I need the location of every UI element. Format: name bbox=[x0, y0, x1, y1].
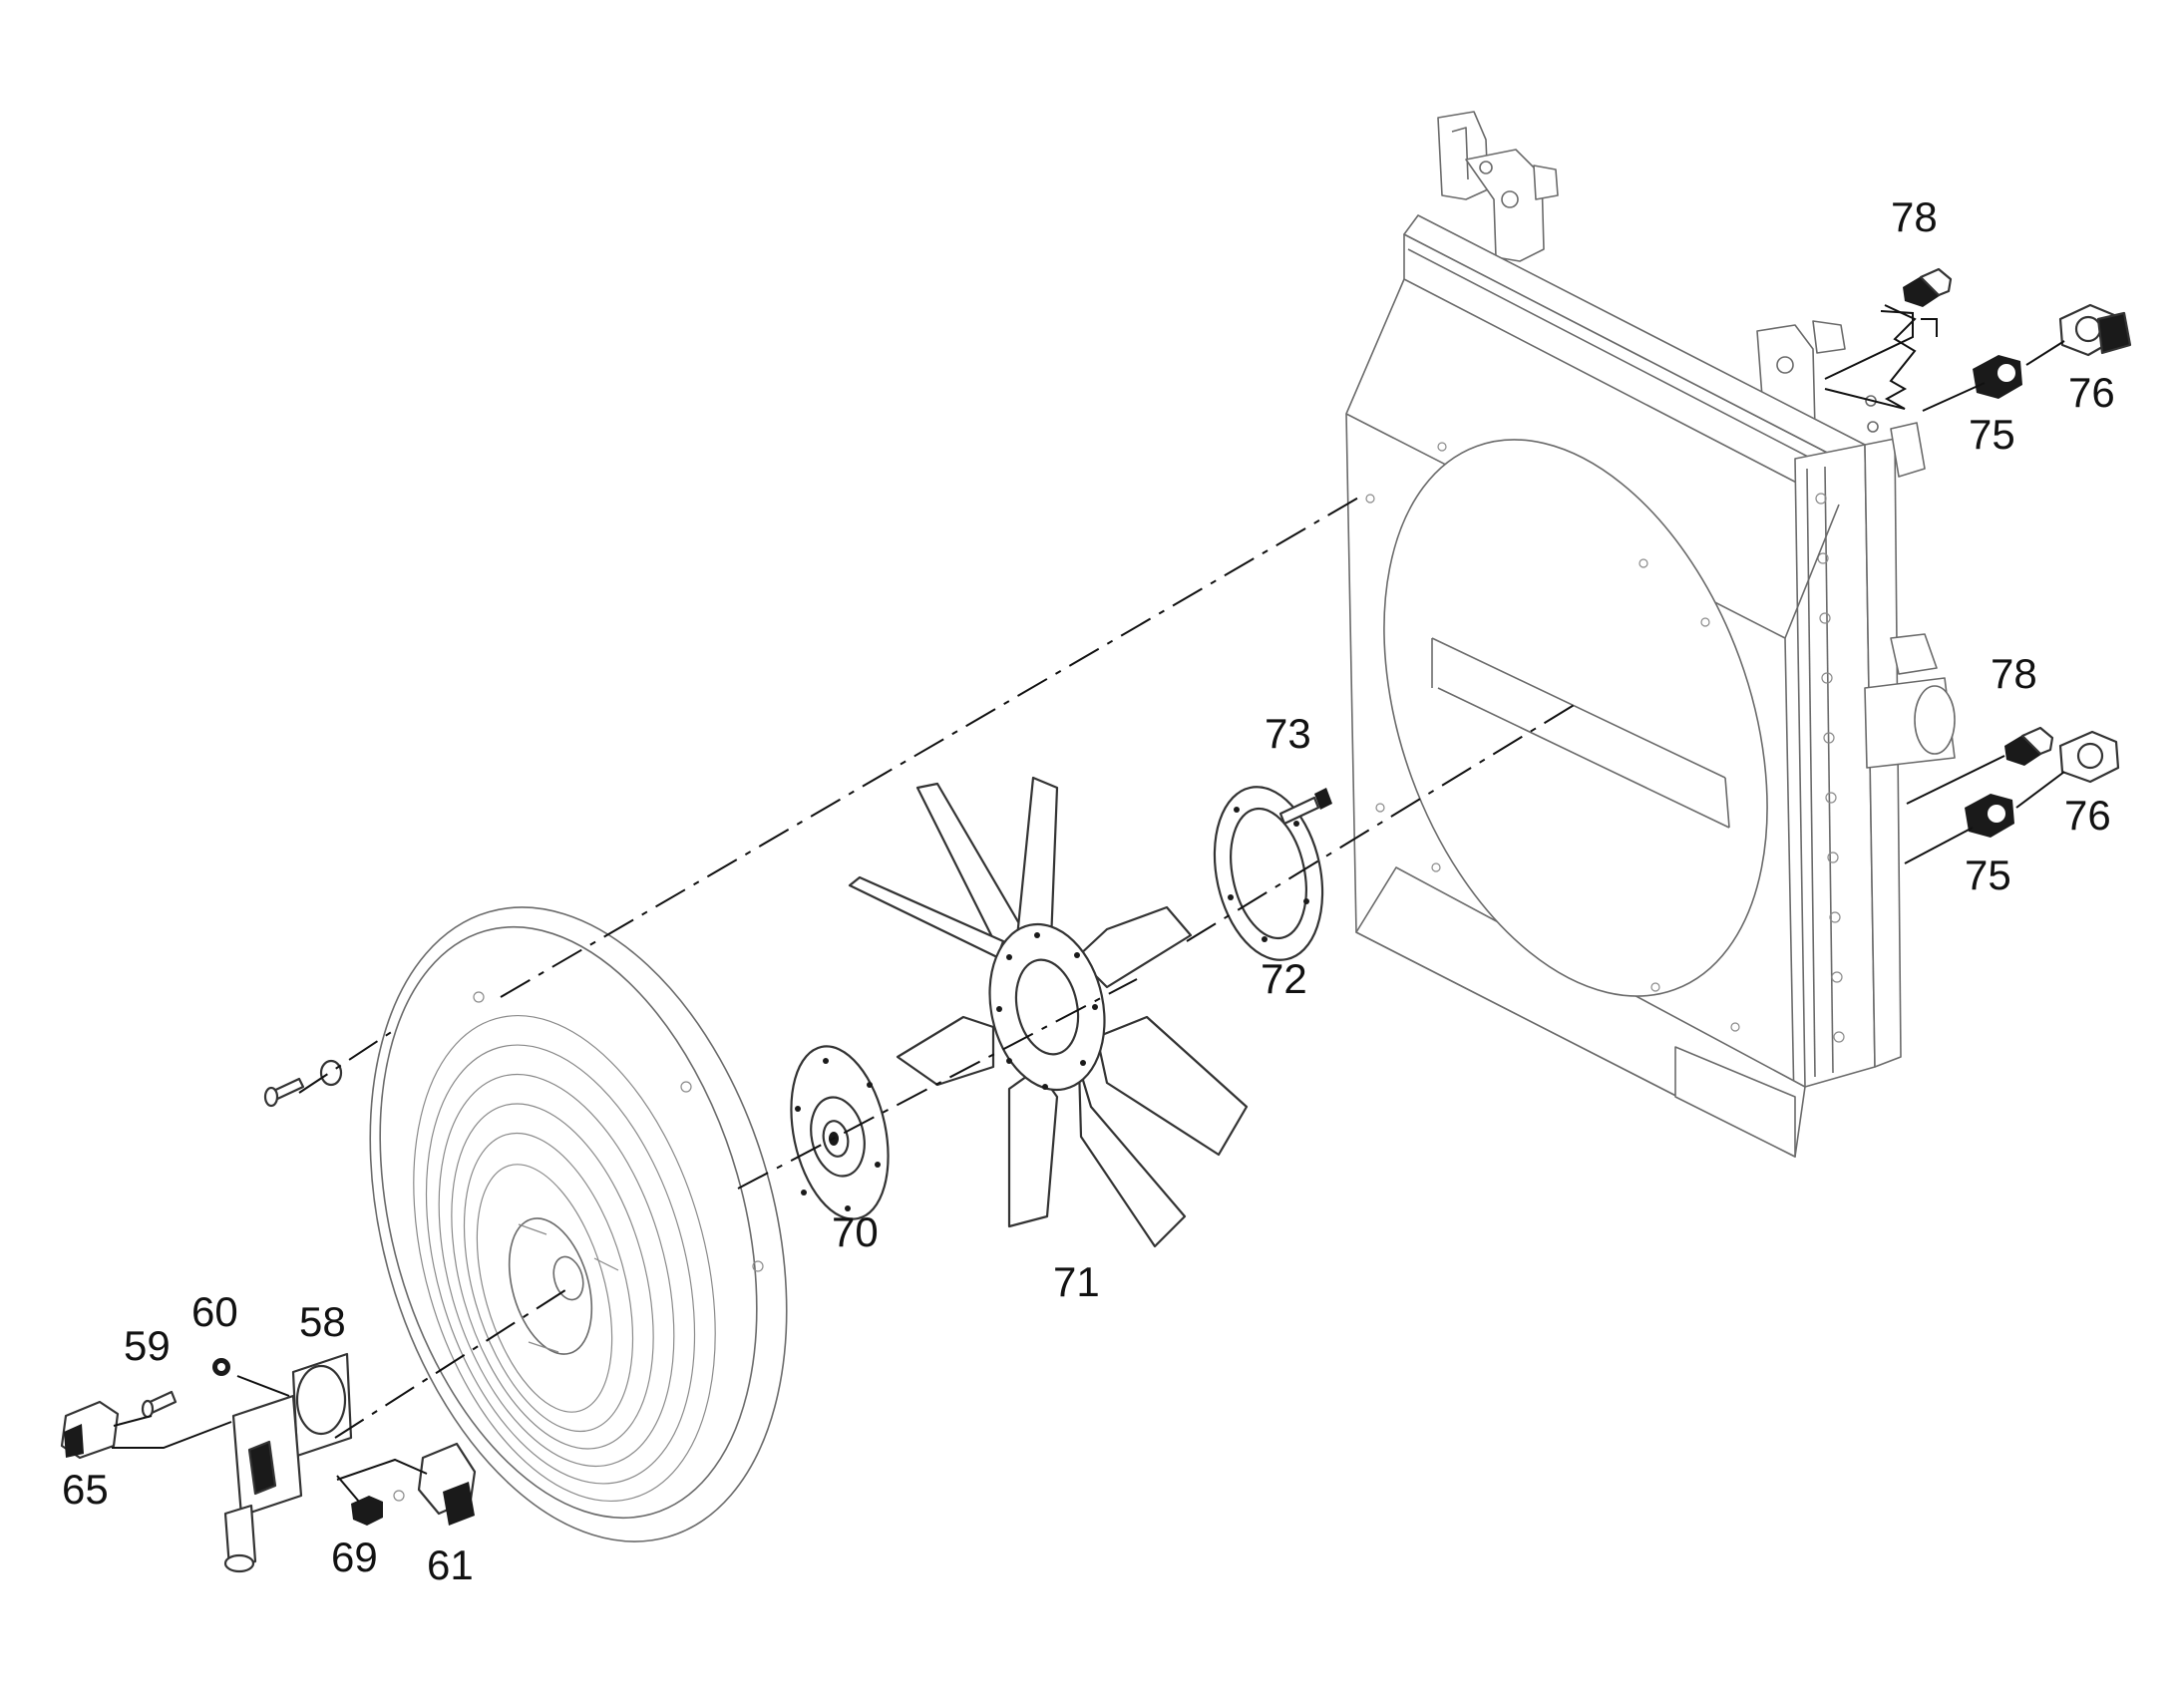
label-58: 58 bbox=[299, 1298, 346, 1345]
bolt-73 bbox=[1278, 788, 1332, 826]
top-mount-bracket-left bbox=[1437, 111, 1559, 262]
fitting-65 bbox=[60, 1400, 120, 1460]
fan-adapter-plate-70 bbox=[790, 1045, 890, 1220]
label-76-top: 76 bbox=[2068, 369, 2115, 416]
radiator-shroud-assembly bbox=[1345, 111, 1956, 1158]
elbow-fitting-61 bbox=[417, 1442, 477, 1526]
label-59: 59 bbox=[124, 1322, 171, 1369]
fan-blade-71 bbox=[848, 776, 1249, 1248]
fitting-76-bottom bbox=[2058, 730, 2120, 784]
guard-screw bbox=[263, 1059, 343, 1108]
label-75-bottom: 75 bbox=[1965, 852, 2011, 898]
label-73: 73 bbox=[1265, 710, 1311, 757]
fitting-78-bottom bbox=[2004, 726, 2054, 766]
spacer-ring-72 bbox=[1213, 786, 1324, 961]
label-76-bottom: 76 bbox=[2064, 792, 2111, 839]
label-70: 70 bbox=[832, 1208, 879, 1255]
o-ring-60 bbox=[212, 1358, 230, 1376]
label-69: 69 bbox=[331, 1534, 378, 1580]
label-71: 71 bbox=[1053, 1258, 1100, 1305]
label-60: 60 bbox=[191, 1288, 238, 1335]
fitting-69 bbox=[351, 1496, 383, 1526]
label-75-top: 75 bbox=[1969, 411, 2015, 458]
part-labels: 78 76 75 78 76 75 73 72 71 70 60 58 59 6… bbox=[62, 193, 2115, 1588]
label-72: 72 bbox=[1261, 955, 1307, 1002]
label-78-top: 78 bbox=[1891, 193, 1938, 240]
fitting-75-bottom bbox=[1965, 794, 2014, 838]
label-78-bottom: 78 bbox=[1991, 650, 2037, 697]
assembly-axis-lines bbox=[298, 496, 1577, 1439]
side-tank-bolts bbox=[1815, 493, 1845, 1043]
hydraulic-motor-58 bbox=[223, 1352, 353, 1573]
leader-lines bbox=[112, 304, 2065, 1503]
screw-59 bbox=[141, 1390, 178, 1419]
fitting-76-top bbox=[2058, 303, 2132, 357]
fan-guard-grille bbox=[369, 906, 788, 1542]
fitting-78-top bbox=[1903, 267, 1953, 307]
label-61: 61 bbox=[427, 1541, 474, 1588]
fitting-75-top bbox=[1973, 355, 2022, 399]
label-65: 65 bbox=[62, 1466, 109, 1513]
